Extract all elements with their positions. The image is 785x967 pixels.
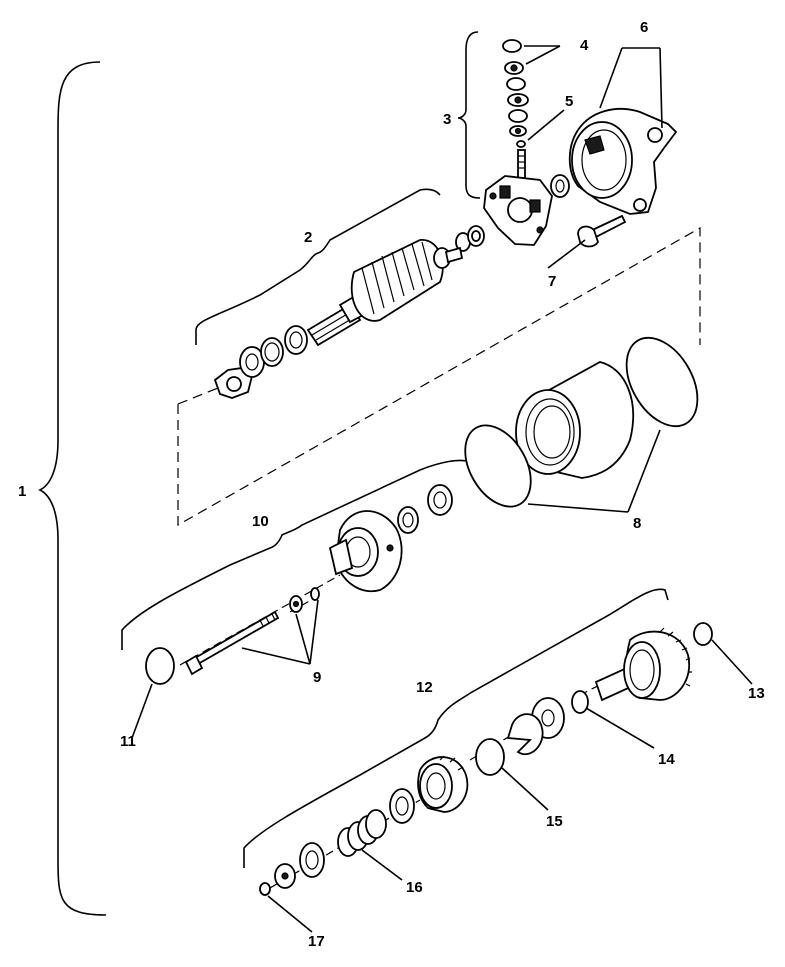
callout-12: 12 <box>416 679 433 696</box>
spring-retainer <box>299 842 325 878</box>
leader-lines <box>131 45 753 933</box>
callout-15: 15 <box>546 813 563 830</box>
end-cover-housing <box>568 108 678 215</box>
callout-8: 8 <box>633 515 641 532</box>
terminal-bolt <box>517 149 526 179</box>
bracket-3 <box>457 31 481 199</box>
callout-9: 9 <box>313 669 321 686</box>
callout-11: 11 <box>120 733 136 750</box>
callout-16: 16 <box>406 879 423 896</box>
callout-17: 17 <box>308 933 325 950</box>
brush-plate <box>483 175 553 246</box>
callout-13: 13 <box>748 685 765 702</box>
brush-washers <box>455 225 485 252</box>
thrust-washer <box>693 622 713 646</box>
stop-ring <box>571 690 589 714</box>
bracket-12 <box>243 588 669 868</box>
bracket-2 <box>195 188 441 345</box>
drive-spring <box>337 809 387 857</box>
pinion-shaft-gear <box>594 627 692 702</box>
bushing <box>550 174 570 198</box>
callout-1: 1 <box>18 483 26 500</box>
clutch-plate <box>506 713 544 755</box>
o-ring-rear <box>625 336 699 428</box>
lock-ring <box>475 738 505 776</box>
drive-end-housing <box>328 510 403 593</box>
armature-washers <box>213 325 308 399</box>
bracket-10 <box>121 459 471 650</box>
sleeve <box>389 788 415 824</box>
snap-ring <box>145 647 175 685</box>
bearing <box>427 484 453 516</box>
callout-10: 10 <box>252 513 269 530</box>
needle-bearing <box>397 506 419 534</box>
field-housing <box>515 361 634 479</box>
callout-2: 2 <box>304 229 312 246</box>
armature <box>306 239 464 347</box>
alignment-dashed-line <box>177 226 701 527</box>
callout-14: 14 <box>658 751 675 768</box>
terminal-nut-stack <box>502 39 529 148</box>
callout-6: 6 <box>640 19 648 36</box>
callout-4: 4 <box>580 37 589 54</box>
callout-5: 5 <box>565 93 573 110</box>
long-bolt <box>184 610 280 676</box>
assembly-bracket-1 <box>38 61 107 916</box>
o-ring-front <box>464 424 532 508</box>
retaining-ring <box>259 882 271 896</box>
bolt-washers <box>289 587 320 613</box>
end-washer <box>274 863 296 889</box>
callout-3: 3 <box>443 111 451 128</box>
callout-7: 7 <box>548 273 556 290</box>
through-bolt <box>577 214 627 248</box>
overrunning-clutch <box>417 755 469 813</box>
